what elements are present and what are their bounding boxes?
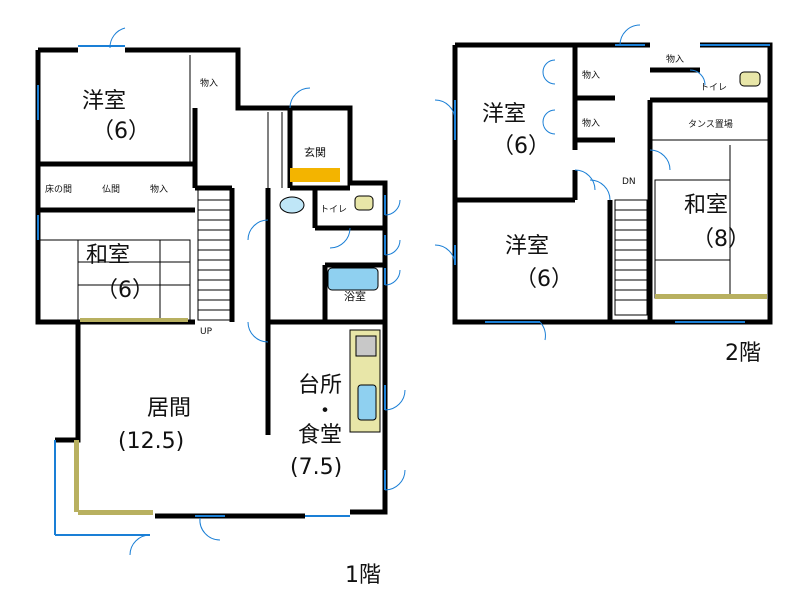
room-label-closet-2f-b: 物入 bbox=[582, 117, 600, 129]
toilet-1f-icon bbox=[354, 195, 374, 211]
room-label-closet-1f-a: 物入 bbox=[200, 77, 218, 89]
living-room-bay bbox=[74, 440, 79, 512]
room-label-bath: 浴室 bbox=[344, 289, 366, 303]
floor-1-windows bbox=[37, 45, 386, 536]
room-size-western-1f: （6） bbox=[92, 119, 150, 144]
room-label-toilet-1f: トイレ bbox=[320, 205, 347, 215]
room-size-kitchen: (7.5) bbox=[290, 455, 342, 480]
room-label-kitchen-dot: ・ bbox=[314, 399, 336, 424]
floor-2-stairs bbox=[615, 209, 647, 301]
room-label-butsuma: 仏間 bbox=[102, 184, 120, 195]
room-label-kitchen: 台所 bbox=[298, 373, 342, 398]
floor-2-doors bbox=[434, 24, 706, 341]
floor-1-doors bbox=[109, 27, 406, 556]
room-label-closet-1f-b: 物入 bbox=[150, 183, 168, 195]
room-label-living: 居間 bbox=[147, 396, 191, 421]
entrance-step bbox=[290, 168, 340, 182]
washbasin-icon bbox=[279, 196, 305, 214]
stove-icon bbox=[355, 335, 377, 357]
bathtub-icon bbox=[327, 267, 379, 291]
floor-2-tatami-edge bbox=[655, 294, 767, 299]
room-label-toilet-2f: トイレ bbox=[700, 83, 727, 93]
room-label-western-2f-a: 洋室 bbox=[482, 102, 526, 127]
toilet-2f-icon bbox=[739, 71, 761, 87]
floor-2 bbox=[434, 24, 773, 341]
room-size-japanese-2f: （8） bbox=[692, 227, 750, 252]
floor-1-stairs bbox=[198, 199, 230, 311]
room-size-living: (12.5) bbox=[118, 429, 184, 454]
room-label-western-2f-b: 洋室 bbox=[505, 234, 549, 259]
room-label-closet-2f-a: 物入 bbox=[582, 69, 600, 81]
sink-icon bbox=[357, 384, 377, 421]
room-size-western-2f-a: （6） bbox=[492, 134, 550, 159]
room-label-western-1f: 洋室 bbox=[82, 89, 126, 114]
room-label-dining: 食堂 bbox=[298, 423, 342, 448]
room-label-tansu: タンス置場 bbox=[688, 118, 733, 130]
stairs-label-up: UP bbox=[200, 327, 213, 337]
floor-2-label: 2階 bbox=[725, 341, 761, 366]
floor-1-tatami-edge bbox=[80, 318, 188, 322]
room-label-closet-2f-c: 物入 bbox=[666, 53, 684, 65]
room-label-japanese-1f: 和室 bbox=[86, 243, 130, 268]
room-size-japanese-1f: （6） bbox=[96, 278, 154, 303]
room-label-tokonoma: 床の間 bbox=[45, 183, 72, 195]
stairs-label-dn: DN bbox=[622, 177, 636, 187]
floor-1-label: 1階 bbox=[345, 563, 381, 588]
living-room-edge bbox=[78, 510, 153, 515]
room-label-entrance: 玄関 bbox=[304, 145, 326, 159]
floor-1 bbox=[35, 27, 406, 556]
room-size-western-2f-b: （6） bbox=[515, 267, 573, 292]
room-label-japanese-2f: 和室 bbox=[684, 193, 728, 218]
floor-1-inner-lines bbox=[38, 55, 283, 321]
